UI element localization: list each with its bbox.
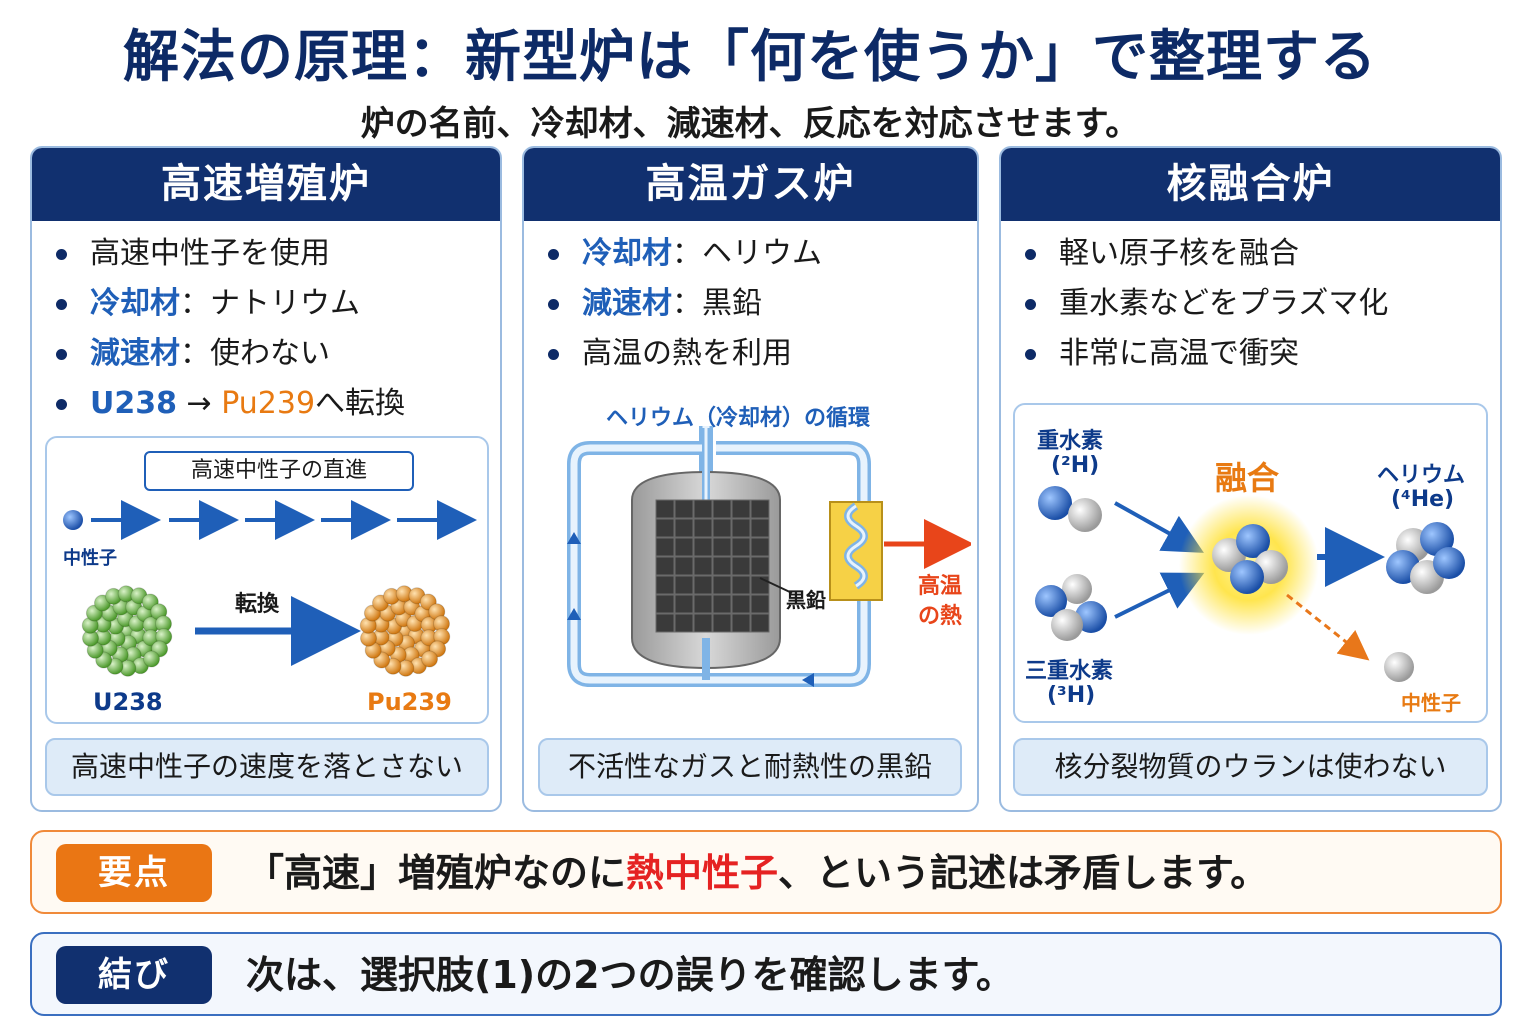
- gas-reactor-graphic: [567, 426, 971, 687]
- card-heading: 高温ガス炉: [524, 148, 977, 221]
- graphite-pointer: [759, 577, 793, 594]
- helium-symbol: (⁴He): [1391, 487, 1455, 512]
- deuterium-symbol: (²H): [1051, 453, 1100, 478]
- coolant-key: 冷却材: [582, 236, 672, 271]
- bullet-item: U238 → Pu239へ転換: [54, 386, 405, 436]
- card-high-temp-gas-reactor: 高温ガス炉 冷却材：ヘリウム 減速材：黒鉛 高温の熱を利用 ヘリウム（冷却材）の…: [522, 146, 979, 812]
- conclusion-tag: 結び: [56, 946, 212, 1004]
- bullet-item: 軽い原子核を融合: [1023, 236, 1388, 286]
- key-point-text: 「高速」増殖炉なのに熱中性子、という記述は矛盾します。: [246, 851, 1269, 895]
- conclusion-bar: 結び 次は、選択肢(1)の2つの誤りを確認します。: [30, 932, 1502, 1016]
- neutron-label: 中性子: [1401, 691, 1461, 715]
- card-fusion-reactor: 核融合炉 軽い原子核を融合 重水素などをプラズマ化 非常に高温で衝突: [999, 146, 1502, 812]
- fusion-nucleus: [1212, 524, 1288, 594]
- u238-nucleus: [81, 585, 173, 677]
- neutron-label: 中性子: [63, 548, 117, 569]
- bullet-list: 冷却材：ヘリウム 減速材：黒鉛 高温の熱を利用: [546, 236, 822, 386]
- fast-neutron-diagram-graphic: [63, 451, 477, 677]
- flow-arrow: [802, 673, 814, 687]
- bullet-list: 軽い原子核を融合 重水素などをプラズマ化 非常に高温で衝突: [1023, 236, 1388, 386]
- neutron-output-arrow: [1286, 593, 1370, 661]
- gas-reactor-diagram: ヘリウム（冷却材）の循環: [534, 388, 971, 728]
- moderator-key: 減速材: [90, 336, 180, 371]
- bullet-item: 高速中性子を使用: [54, 236, 405, 286]
- card-footer: 不活性なガスと耐熱性の黒鉛: [538, 738, 962, 796]
- bullet-item: 減速材：黒鉛: [546, 286, 822, 336]
- moderator-key: 減速材: [582, 286, 672, 321]
- tritium-symbol: (³H): [1047, 683, 1096, 708]
- tritium-arrow: [1114, 572, 1205, 619]
- page-subtitle: 炉の名前、冷却材、減速材、反応を対応させます。: [360, 104, 1140, 144]
- pu239-label: Pu239: [367, 688, 452, 716]
- neutron-ball: [1384, 652, 1414, 682]
- pu239-nucleus: [359, 585, 451, 677]
- key-point-bar: 要点 「高速」増殖炉なのに熱中性子、という記述は矛盾します。: [30, 830, 1502, 914]
- deuterium-label: 重水素: [1037, 429, 1104, 454]
- card-footer: 高速中性子の速度を落とさない: [45, 738, 489, 796]
- bullet-item: 冷却材：ナトリウム: [54, 286, 405, 336]
- u238-label: U238: [93, 688, 163, 716]
- card-heading: 高速増殖炉: [32, 148, 500, 221]
- fusion-graphic: [1035, 486, 1465, 682]
- deuterium-atom: [1038, 486, 1102, 532]
- graphite-label: 黒鉛: [786, 588, 826, 612]
- flow-arrow: [567, 608, 581, 620]
- heat-label: の熱: [918, 604, 963, 629]
- graphite-core: [655, 499, 770, 633]
- bullet-item: 高温の熱を利用: [546, 336, 822, 386]
- bullet-item: 減速材：使わない: [54, 336, 405, 386]
- heat-label: 高温: [918, 574, 963, 599]
- page-title: 解法の原理：新型炉は「何を使うか」で整理する: [123, 25, 1377, 90]
- straight-path-label: 高速中性子の直進: [190, 458, 367, 483]
- pu239-text: Pu239: [221, 386, 316, 421]
- conclusion-text: 次は、選択肢(1)の2つの誤りを確認します。: [246, 953, 1014, 997]
- bullet-item: 非常に高温で衝突: [1023, 336, 1388, 386]
- key-point-tag: 要点: [56, 844, 212, 902]
- conversion-label: 転換: [235, 592, 280, 617]
- bullet-item: 冷却材：ヘリウム: [546, 236, 822, 286]
- card-heading: 核融合炉: [1001, 148, 1500, 221]
- tritium-label: 三重水素: [1025, 659, 1114, 684]
- card-fast-breeder-reactor: 高速増殖炉 高速中性子を使用 冷却材：ナトリウム 減速材：使わない U238 →…: [30, 146, 502, 812]
- helium-atom: [1386, 522, 1465, 594]
- neutron-ball: [63, 510, 83, 530]
- flow-arrow: [567, 532, 581, 544]
- u238-text: U238: [90, 386, 177, 421]
- highlight-text: 熱中性子: [626, 851, 779, 895]
- bullet-item: 重水素などをプラズマ化: [1023, 286, 1388, 336]
- tritium-atom: [1035, 574, 1107, 641]
- fusion-label: 融合: [1215, 459, 1280, 497]
- helium-label: ヘリウム: [1377, 463, 1466, 488]
- deuterium-arrow: [1114, 501, 1204, 553]
- card-footer: 核分裂物質のウランは使わない: [1013, 738, 1488, 796]
- fast-neutron-diagram: 高速中性子の直進 中性子 転換 U238 Pu239: [45, 436, 489, 724]
- coolant-key: 冷却材: [90, 286, 180, 321]
- helium-circulation-label: ヘリウム（冷却材）の循環: [606, 406, 871, 431]
- fusion-diagram: 重水素 (²H) 三重水素 (³H) 融合 ヘリウム (⁴He) 中性子: [1013, 403, 1488, 723]
- bullet-list: 高速中性子を使用 冷却材：ナトリウム 減速材：使わない U238 → Pu239…: [54, 236, 405, 436]
- label-box: [144, 451, 414, 491]
